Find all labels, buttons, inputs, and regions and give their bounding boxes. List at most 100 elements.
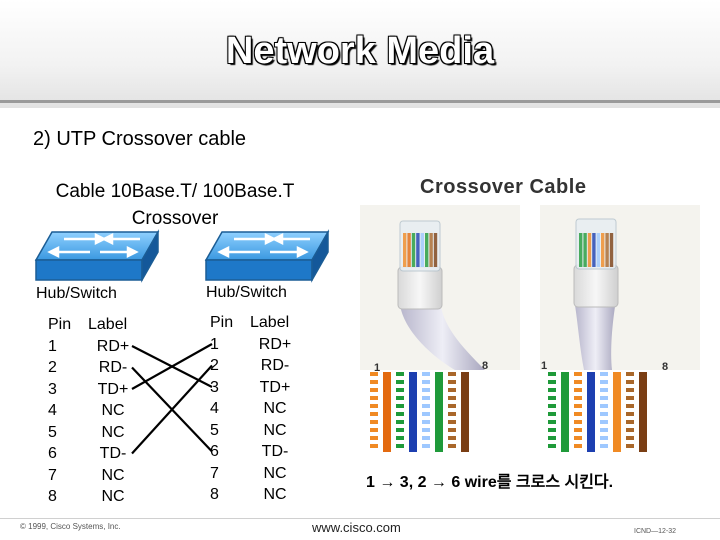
- wire-stripe: [422, 448, 430, 452]
- wire-right-4: [587, 372, 595, 452]
- pin-label: RD-: [260, 357, 290, 374]
- plug-wire-tip: [420, 233, 424, 267]
- pin-label: NC: [101, 402, 125, 419]
- pin-row: 2 RD-: [210, 355, 300, 377]
- pin-header: Pin: [48, 316, 72, 333]
- wire-stripe: [574, 432, 582, 436]
- left-pin-8-marker: 8: [482, 360, 489, 372]
- plug-wire-tip: [605, 233, 609, 267]
- wire-stripe: [626, 376, 634, 380]
- wire-stripe: [626, 400, 634, 404]
- slide-header: [0, 0, 720, 108]
- rj45-connector-photos: [360, 205, 700, 370]
- wire-left-8: [461, 372, 469, 452]
- left-pin-1-marker: 1: [374, 362, 381, 374]
- wire-stripe: [448, 376, 456, 380]
- wire-stripe: [626, 440, 634, 444]
- wire-stripe: [574, 408, 582, 412]
- switch-icon-right: [204, 229, 330, 283]
- pin-number: 7: [210, 464, 219, 482]
- pin-number: 8: [210, 486, 219, 503]
- plug-wire-tip: [429, 233, 433, 267]
- wire-stripe: [422, 392, 430, 396]
- wire-stripe: [396, 424, 404, 428]
- wire-stripe: [422, 440, 430, 444]
- plug-wire-tip: [601, 233, 605, 267]
- pin-number: 3: [210, 378, 219, 396]
- section-subtitle: 2) UTP Crossover cable: [33, 128, 247, 150]
- wire-left-6: [435, 372, 443, 452]
- cable-type-label: Cable 10Base.T/ 100Base.T Crossover: [55, 181, 295, 229]
- photo-title: Crossover Cable: [420, 176, 587, 198]
- wire-stripe: [600, 432, 608, 436]
- pin-label: TD+: [259, 378, 291, 396]
- wire-stripe: [574, 376, 582, 380]
- wire-stripe: [448, 448, 456, 452]
- wire-stripe: [626, 432, 634, 436]
- pin-label: NC: [101, 488, 125, 505]
- wire-stripe: [574, 416, 582, 420]
- header-divider: [0, 100, 720, 103]
- hub-label-right: Hub/Switch: [206, 284, 287, 301]
- plug-wire-tip: [587, 233, 592, 267]
- pin-number: 3: [48, 380, 57, 398]
- wire-stripe: [370, 408, 378, 412]
- wire-stripe: [422, 416, 430, 420]
- wire-stripe: [370, 392, 378, 396]
- pin-number: 1: [210, 335, 219, 353]
- pin-number: 4: [210, 400, 219, 417]
- pin-number: 6: [48, 445, 57, 462]
- wire-stripe: [370, 376, 378, 380]
- wire-stripe: [448, 392, 456, 396]
- wire-stripe: [600, 400, 608, 404]
- wire-stripe: [370, 440, 378, 444]
- wire-stripe: [626, 408, 634, 412]
- switch-icon-left: [34, 229, 160, 283]
- wire-stripe: [548, 400, 556, 404]
- pin-label: RD-: [98, 359, 128, 376]
- wire-stripe: [396, 384, 404, 388]
- pin-label: NC: [101, 466, 125, 484]
- footer-divider: [0, 518, 720, 519]
- label-header: Label: [250, 314, 290, 331]
- wire-stripe: [370, 432, 378, 436]
- wire-stripe: [626, 392, 634, 396]
- plug-wire-tip: [407, 233, 411, 267]
- wire-stripe: [448, 416, 456, 420]
- wire-stripe: [396, 440, 404, 444]
- wire-stripe: [548, 448, 556, 452]
- pin-label: NC: [101, 423, 125, 441]
- wire-stripe: [548, 392, 556, 396]
- pin-label: NC: [263, 421, 287, 439]
- wire-stripe: [626, 384, 634, 388]
- wire-stripe: [548, 416, 556, 420]
- wire-stripe: [422, 432, 430, 436]
- plug-wire-tip: [583, 233, 587, 267]
- pin-number: 2: [210, 357, 219, 374]
- wire-stripe: [370, 416, 378, 420]
- wire-color-diagram: [370, 372, 647, 452]
- wire-right-6: [613, 372, 621, 452]
- wire-stripe: [626, 416, 634, 420]
- pin-number: 8: [48, 488, 57, 505]
- wire-right-8: [639, 372, 647, 452]
- wire-left-4: [409, 372, 417, 452]
- pin-row: 8 NC: [48, 486, 138, 508]
- plug-wire-tip: [433, 233, 438, 267]
- crossover-line: [131, 364, 213, 455]
- wire-stripe: [422, 408, 430, 412]
